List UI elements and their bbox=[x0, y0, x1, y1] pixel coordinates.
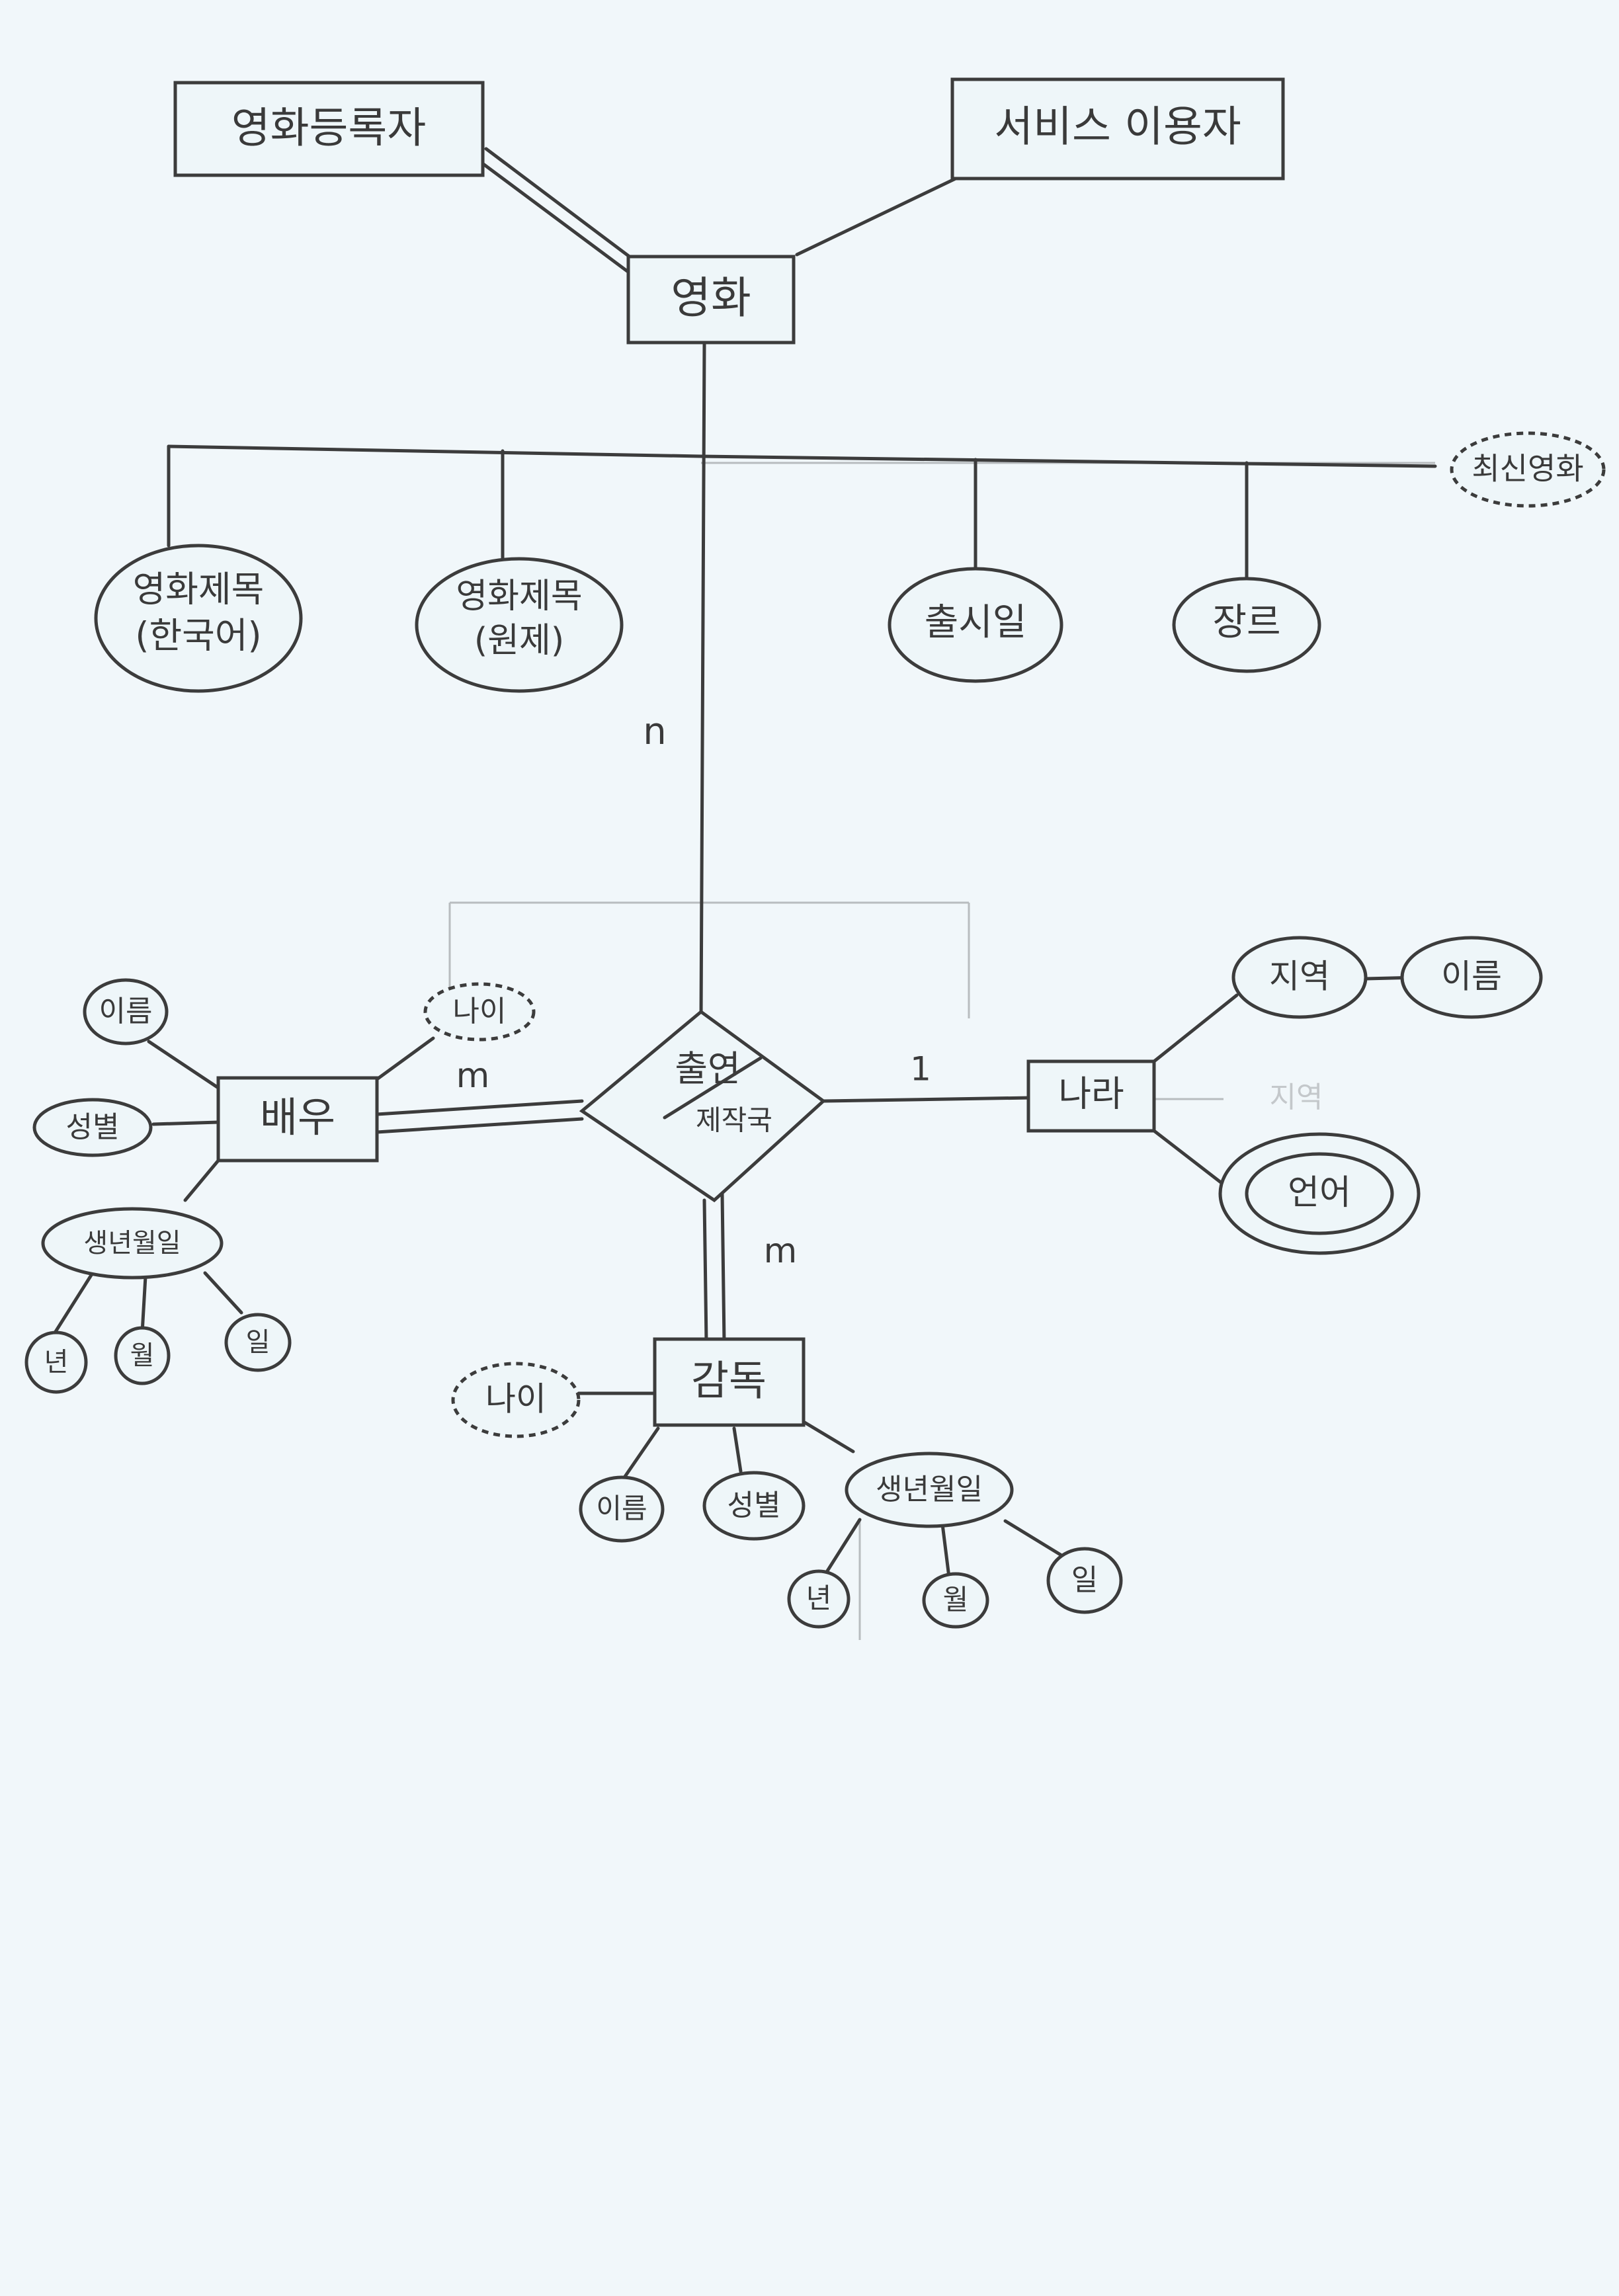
region-name-label: 이름 bbox=[1441, 958, 1502, 996]
attr-region-name: 이름 bbox=[1400, 936, 1543, 1019]
actor-name-label: 이름 bbox=[99, 995, 153, 1028]
connectors bbox=[51, 147, 1437, 1579]
actor-year-label: 년 bbox=[44, 1347, 69, 1377]
attr-director-year: 년 bbox=[787, 1569, 851, 1629]
director-gender-label: 성별 bbox=[727, 1489, 781, 1522]
attr-actor-month: 월 bbox=[114, 1326, 171, 1385]
relationship-label-production-country: 제작국 bbox=[696, 1104, 772, 1137]
entity-actor: 배우 bbox=[216, 1076, 379, 1163]
director-birth-date-label: 생년월일 bbox=[876, 1473, 983, 1506]
attr-actor-age-derived: 나이 bbox=[423, 982, 536, 1042]
attr-director-age-derived: 나이 bbox=[451, 1362, 581, 1438]
attr-director-gender: 성별 bbox=[702, 1471, 806, 1541]
cardinality-country: 1 bbox=[910, 1050, 931, 1088]
genre-label: 장르 bbox=[1212, 601, 1280, 644]
attr-country-language-multivalued: 언어 bbox=[1218, 1132, 1421, 1255]
relationship-divider-slash bbox=[663, 1056, 763, 1120]
title-original-label-1: 영화제목 bbox=[456, 577, 582, 616]
attr-title-original: 영화제목 (원제) bbox=[415, 557, 624, 693]
actor-gender-label: 성별 bbox=[66, 1110, 120, 1144]
faint-region-label: 지역 bbox=[1270, 1081, 1323, 1114]
entity-movie-registrant: 영화등록자 bbox=[173, 81, 485, 177]
attr-release-date: 출시일 bbox=[888, 567, 1063, 683]
movie-label: 영화 bbox=[671, 272, 751, 323]
actor-age-label: 나이 bbox=[453, 995, 507, 1028]
cardinality-director: m bbox=[764, 1231, 798, 1271]
country-language-label: 언어 bbox=[1288, 1173, 1351, 1213]
attr-actor-birth-date: 생년월일 bbox=[41, 1207, 224, 1280]
attr-actor-year: 년 bbox=[24, 1331, 88, 1394]
latest-movie-label: 최신영화 bbox=[1472, 451, 1583, 487]
attr-director-name: 이름 bbox=[579, 1475, 665, 1543]
attr-genre: 장르 bbox=[1172, 577, 1321, 673]
actor-label: 배우 bbox=[260, 1093, 335, 1141]
attr-actor-day: 일 bbox=[224, 1313, 292, 1372]
movie-registrant-label: 영화등록자 bbox=[231, 104, 426, 153]
actor-month-label: 월 bbox=[130, 1340, 155, 1371]
attr-country-region: 지역 bbox=[1231, 936, 1368, 1019]
service-user-label: 서비스 이용자 bbox=[994, 103, 1241, 152]
title-korean-label-2: (한국어) bbox=[135, 615, 261, 657]
director-age-label: 나이 bbox=[485, 1380, 546, 1418]
actor-day-label: 일 bbox=[246, 1327, 270, 1358]
attr-actor-name: 이름 bbox=[83, 978, 169, 1046]
attr-title-korean: 영화제목 (한국어) bbox=[94, 544, 303, 693]
director-label: 감독 bbox=[691, 1356, 767, 1405]
cardinality-movie: n bbox=[643, 710, 667, 753]
country-region-label: 지역 bbox=[1269, 958, 1330, 996]
country-label: 나라 bbox=[1058, 1073, 1124, 1115]
title-original-label-2: (원제) bbox=[474, 621, 564, 661]
director-year-label: 년 bbox=[806, 1582, 832, 1615]
attr-director-birth-date: 생년월일 bbox=[845, 1452, 1014, 1528]
relationship-label-appearance: 출연 bbox=[675, 1048, 740, 1090]
director-name-label: 이름 bbox=[596, 1493, 647, 1525]
relationship-appearance-production: 출연 제작국 bbox=[579, 1009, 826, 1203]
attr-actor-gender: 성별 bbox=[32, 1098, 153, 1157]
attr-latest-movie-derived: 최신영화 bbox=[1450, 431, 1606, 508]
cardinality-actor: m bbox=[456, 1056, 490, 1096]
attr-director-month: 월 bbox=[922, 1572, 989, 1629]
title-korean-label-1: 영화제목 bbox=[133, 569, 265, 610]
entity-movie: 영화 bbox=[626, 255, 796, 345]
attr-director-day: 일 bbox=[1046, 1547, 1123, 1614]
release-date-label: 출시일 bbox=[925, 601, 1027, 644]
entity-director: 감독 bbox=[653, 1337, 806, 1427]
actor-birth-date-label: 생년월일 bbox=[83, 1228, 181, 1258]
entity-service-user: 서비스 이용자 bbox=[950, 77, 1285, 181]
director-month-label: 월 bbox=[943, 1584, 969, 1616]
entity-country: 나라 bbox=[1026, 1059, 1156, 1133]
director-day-label: 일 bbox=[1071, 1563, 1098, 1597]
